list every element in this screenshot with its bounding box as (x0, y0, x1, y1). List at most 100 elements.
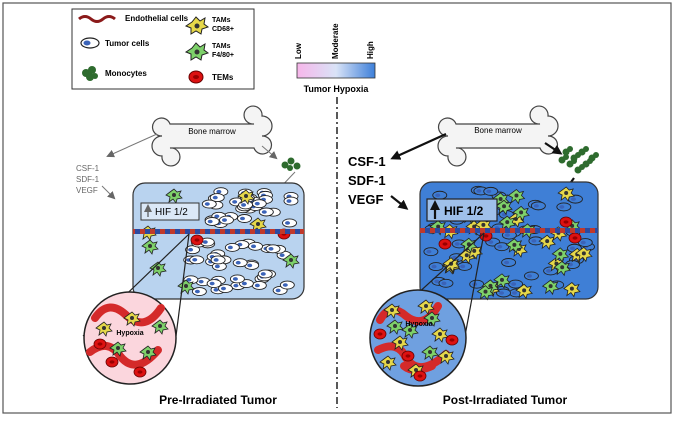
hypoxia-low-label: Low (294, 42, 303, 59)
tam-cell (379, 355, 397, 371)
tam-cell (553, 260, 571, 277)
tumor-cell (523, 271, 539, 281)
tumor-cell (251, 199, 267, 209)
tem-cell (559, 216, 573, 228)
right-blood-vessel (420, 228, 598, 233)
hypoxia-caption: Tumor Hypoxia (304, 84, 370, 94)
tumor-cell (209, 193, 225, 203)
legend-tams-cd68-line2: CD68+ (212, 26, 234, 33)
legend-tems-label: TEMs (212, 73, 234, 82)
hypoxia-scale: Low Moderate High Tumor Hypoxia (294, 23, 376, 94)
left-cytokine-sdf1: SDF-1 (76, 175, 100, 184)
right-panel: Bone marrow CSF-1 SDF-1 VEGF HIF 1/2 Hyp… (348, 105, 599, 407)
tumor-cell (501, 230, 517, 240)
tumor-cell (556, 202, 572, 212)
tem-cell (93, 338, 107, 350)
hypoxia-moderate-label: Moderate (331, 23, 340, 59)
tumor-cell (282, 218, 297, 228)
tam-cell (515, 283, 533, 300)
left-hypoxia-label: Hypoxia (116, 330, 143, 337)
tumor-cell (265, 244, 281, 254)
tumor-cell (229, 274, 245, 284)
tam-cell (563, 282, 581, 298)
tem-cell (438, 238, 452, 250)
tumor-cell (279, 280, 295, 290)
monocyte (558, 154, 569, 164)
tem-cell (373, 328, 387, 340)
right-hif-label: HIF 1/2 (444, 204, 484, 218)
monocyte (588, 152, 599, 162)
tumor-cell (238, 200, 254, 210)
tumor-cell (206, 279, 222, 288)
endothelial-cell-icon (78, 15, 116, 23)
tumor-cell (189, 255, 205, 265)
tam-cell (401, 323, 419, 339)
right-cytokine-csf1: CSF-1 (348, 154, 386, 169)
legend-endothelial-label: Endothelial cells (125, 14, 189, 23)
tumor-cell (567, 194, 583, 204)
tumor-cell (219, 215, 234, 225)
tem-cell (401, 350, 415, 362)
tam-cell (391, 335, 409, 351)
left-hif-label: HIF 1/2 (155, 207, 188, 218)
tam-cell (151, 319, 169, 335)
left-zoom-circle: Hypoxia (83, 291, 177, 385)
monocyte (578, 146, 589, 156)
tam-cell (512, 205, 530, 222)
tumor-cell (191, 287, 207, 296)
left-cytokine-csf1: CSF-1 (76, 164, 100, 173)
right-monocyte-cluster (558, 146, 599, 174)
tumor-cell (211, 261, 227, 271)
tumor-cell (508, 279, 524, 289)
left-blood-vessel (133, 229, 304, 234)
tam-cell (149, 261, 167, 277)
tam-cell (423, 311, 441, 327)
tumor-cell (438, 278, 454, 288)
tumor-cell (451, 239, 467, 249)
right-hif-box: HIF 1/2 (426, 198, 498, 222)
legend-tams-f480-line2: F4/80+ (212, 52, 234, 59)
legend-monocytes-label: Monocytes (105, 69, 147, 78)
tumor-cell (232, 258, 248, 268)
tam-cd68-icon (184, 16, 210, 35)
tumor-cell (494, 242, 510, 252)
tam-cell (139, 345, 157, 361)
left-zoom-cells (93, 311, 169, 378)
left-monocyte-cluster (281, 157, 301, 171)
tam-cell (95, 321, 113, 337)
tem-cell (413, 370, 427, 382)
tumor-cell (237, 214, 252, 223)
monocyte-icon (82, 66, 98, 81)
monocyte (562, 146, 573, 156)
monocyte (574, 164, 585, 174)
tumor-cell (283, 196, 299, 206)
tumor-cell (199, 237, 215, 247)
tam-cell (417, 299, 435, 315)
tem-cell (133, 366, 147, 378)
tam-cell (431, 327, 449, 343)
tem-icon (188, 70, 204, 84)
right-cytokine-vegf: VEGF (348, 192, 383, 207)
left-panel: Bone marrow CSF-1 SDF-1 VEGF HIF 1/2 Hyp… (76, 105, 305, 407)
tem-cell (568, 232, 582, 244)
right-bone-marrow: Bone marrow (437, 105, 559, 167)
tumor-cell (248, 241, 263, 251)
tumor-cell (204, 217, 220, 226)
tumor-cell (201, 199, 217, 209)
tem-cell (190, 234, 204, 246)
left-panel-title: Pre-Irradiated Tumor (159, 393, 277, 407)
tam-cell (575, 246, 593, 263)
tumor-cell-icon (80, 37, 100, 49)
tam-cell (141, 239, 159, 255)
tam-cell (541, 279, 560, 296)
right-hypoxia-label: Hypoxia (405, 321, 432, 328)
tumor-cell (258, 207, 274, 217)
tam-cell (551, 247, 570, 263)
right-panel-title: Post-Irradiated Tumor (443, 393, 568, 407)
tumor-cell (432, 190, 448, 200)
tam-cell (476, 285, 495, 301)
hypoxia-high-label: High (366, 41, 375, 59)
tem-cell (105, 356, 119, 368)
